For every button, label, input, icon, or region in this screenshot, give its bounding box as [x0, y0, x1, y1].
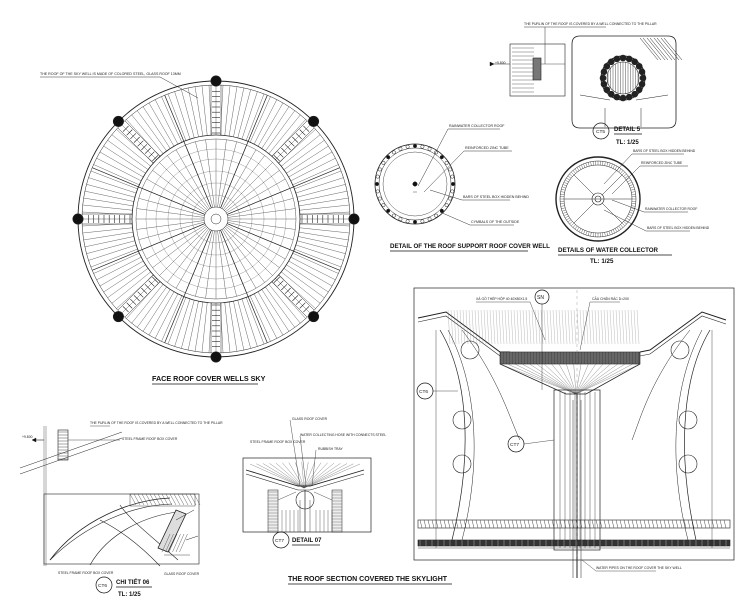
- plan-skywell-note: THE ROOF OF THE SKY WELL IS MADE OF COLO…: [40, 72, 181, 76]
- detail5-purlin-note: THE PURLIN OF THE ROOF IS COVERED BY A W…: [524, 22, 657, 26]
- detail7-geometry: [242, 419, 372, 533]
- detail7-tag-circle: [272, 531, 290, 549]
- support-geometry: [374, 143, 456, 225]
- plan-view: THE ROOF OF THE SKY WELL IS MADE OF COLO…: [40, 72, 360, 385]
- support-title: DETAIL OF THE ROOF SUPPORT ROOF COVER WE…: [390, 243, 550, 250]
- detail6-glass-note: GLASS ROOF COVER: [164, 572, 200, 576]
- support-collector-note: RAINWATER COLLECTOR ROOF: [449, 124, 505, 128]
- detail-7: GLASS ROOF COVER STEEL FRAME ROOF BOX CO…: [242, 417, 386, 549]
- detail6-scale: TL: 1/25: [118, 592, 141, 598]
- collector-tube-note: REINFORCED ZINC TUBE: [641, 161, 683, 165]
- detail5-title: DETAIL 5: [614, 127, 641, 133]
- detail6-title: CHI TIẾT 06: [116, 579, 150, 586]
- collector-bars-note: BARS OF STEEL BOX HIDDEN BEHIND: [633, 149, 696, 153]
- detail5-tag-circle: [592, 122, 610, 140]
- collector-scale: TL: 1/25: [590, 258, 614, 265]
- section-geometry: [413, 287, 735, 578]
- section-ct6-circle: [416, 382, 434, 400]
- detail6-frame-note: STEEL FRAME ROOF BOX COVER: [122, 437, 178, 441]
- plan-title: FACE ROOF COVER WELLS SKY: [152, 374, 266, 383]
- detail5-tag: CT5: [596, 129, 605, 135]
- collector-geometry: [555, 156, 641, 242]
- support-outside-note: CYMBALS OF THE OUTSIDE: [471, 220, 520, 224]
- detail7-title: DETAIL 07: [292, 538, 322, 544]
- plan-skywell-leader: THE ROOF OF THE SKY WELL IS MADE OF COLO…: [40, 72, 199, 99]
- support-tube-note: REINFORCED ZINC TUBE: [465, 146, 509, 150]
- roof-section: SN CT6 CT7 XÀ GỒ THÉP HỘP 40 40X80X1.5 C…: [288, 287, 735, 585]
- water-collector-detail: BARS OF STEEL BOX HIDDEN BEHIND REINFORC…: [555, 149, 710, 265]
- detail7-hose-note: WATER COLLECTING HOSE WITH CONNECTS STEE…: [300, 433, 386, 437]
- detail7-glass-note: GLASS ROOF COVER: [292, 417, 328, 421]
- section-left-note: XÀ GỒ THÉP HỘP 40 40X80X1.5: [476, 296, 527, 301]
- detail7-tray-note: RUBBISH TRAY: [318, 447, 343, 451]
- detail6-level: +9.800: [22, 435, 33, 439]
- section-ct7-circle: [507, 435, 525, 453]
- detail5-geometry: [489, 35, 683, 129]
- section-ct6-tag: CT6: [419, 389, 428, 395]
- section-right-note: CẦU CHẮN RÁC D=200: [592, 296, 629, 301]
- collector-rainwater-note: RAINWATER COLLECTOR ROOF: [645, 207, 697, 211]
- detail5-scale: TL: 1/25: [616, 140, 639, 146]
- support-bars-note: BARS OF STEEL BOX HIDDEN BEHIND: [463, 195, 529, 199]
- plan-geometry: [72, 75, 360, 363]
- detail-5: THE PURLIN OF THE ROOF IS COVERED BY A W…: [489, 22, 683, 146]
- detail6-purlin-note: THE PURLIN OF THE ROOF IS COVERED BY A W…: [90, 421, 223, 425]
- detail6-tag: CT6: [98, 583, 107, 589]
- section-sn-circle: [534, 289, 550, 305]
- section-pipe-note: WATER PIPES ON THE ROOF COVER THE SKY WE…: [596, 566, 682, 570]
- section-ct7-tag: CT7: [510, 442, 519, 448]
- section-title: THE ROOF SECTION COVERED THE SKYLIGHT: [288, 576, 448, 583]
- detail-6: THE PURLIN OF THE ROOF IS COVERED BY A W…: [19, 421, 223, 598]
- detail5-level: +9.800: [495, 61, 506, 65]
- support-detail: RAINWATER COLLECTOR ROOF REINFORCED ZINC…: [374, 124, 550, 252]
- detail6-frame-bottom-note: STEEL FRAME ROOF BOX COVER: [58, 571, 114, 575]
- collector-bars2-note: BARS OF STEEL BOX HIDDEN BEHIND: [647, 226, 710, 230]
- detail6-tag-circle: [95, 576, 113, 594]
- detail6-geometry: [19, 425, 201, 567]
- section-sn-tag: SN: [537, 295, 544, 301]
- detail7-frame-note: STEEL FRAME ROOF BOX COVER: [250, 440, 306, 444]
- collector-title: DETAILS OF WATER COLLECTOR: [558, 247, 659, 254]
- detail7-tag: CT7: [275, 538, 284, 544]
